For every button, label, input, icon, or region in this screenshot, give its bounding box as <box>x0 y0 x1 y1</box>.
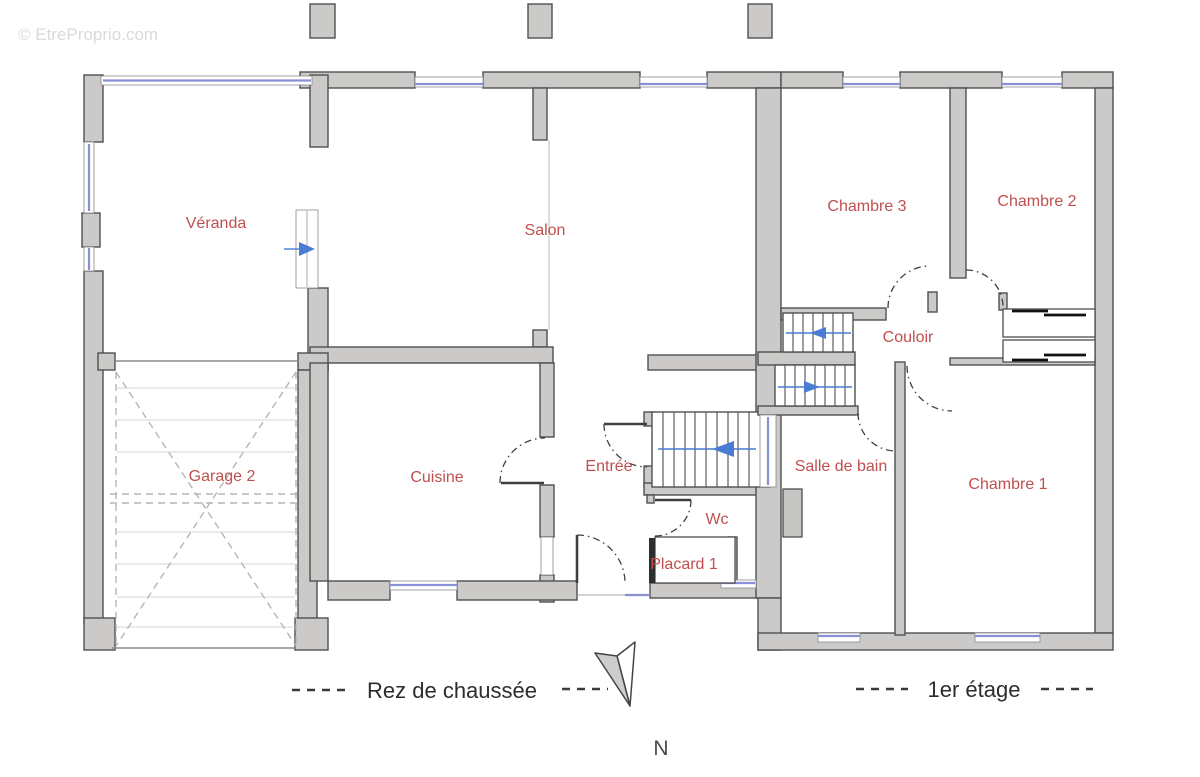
slide-direction-arrow <box>299 242 315 256</box>
window <box>1001 76 1063 88</box>
room-label-couloir: Couloir <box>883 329 934 346</box>
first-floor-staircase-upper <box>782 312 854 353</box>
legend: Rez de chaussée 1er étage N <box>292 641 1093 760</box>
chambre3-door-arc <box>887 265 931 309</box>
garage-pattern <box>110 371 300 649</box>
caption-ground-floor: Rez de chaussée <box>367 678 537 703</box>
window <box>639 76 708 88</box>
room-label-salon: Salon <box>525 222 566 239</box>
wc-door-arc <box>654 499 692 537</box>
chimneys <box>309 3 773 39</box>
north-label: N <box>653 737 668 760</box>
north-arrow-icon <box>594 641 636 707</box>
ground-floor-doors <box>499 422 692 584</box>
caption-first-floor: 1er étage <box>928 677 1021 702</box>
stair-direction-arrow <box>810 327 826 339</box>
first-floor-windows <box>759 76 1063 643</box>
window <box>817 632 861 643</box>
salle-de-bain-door-arc <box>857 412 897 452</box>
hall-door-arc <box>603 423 648 468</box>
cuisine-door-arc <box>499 437 546 484</box>
first-floor-doors <box>857 265 1004 452</box>
stair-direction-arrow <box>804 381 820 393</box>
veranda-sliding-door <box>284 209 319 289</box>
room-label-chambre2: Chambre 2 <box>997 193 1076 210</box>
room-label-veranda: Véranda <box>186 215 247 232</box>
placard-closet <box>649 536 736 584</box>
first-floor-plan: Chambre 3 Chambre 2 Couloir Salle de bai… <box>757 71 1114 651</box>
bathroom-fixture <box>782 488 803 538</box>
chimney-block <box>747 3 773 39</box>
room-label-placard: Placard 1 <box>650 556 718 573</box>
room-label-chambre3: Chambre 3 <box>827 198 906 215</box>
chimney-block <box>309 3 336 39</box>
window <box>842 76 901 88</box>
watermark-text: © EtreProprio.com <box>18 25 158 44</box>
ground-floor-windows <box>83 75 757 597</box>
room-label-wc: Wc <box>705 511 728 528</box>
room-label-cuisine: Cuisine <box>410 469 463 486</box>
ground-staircase <box>651 411 771 488</box>
chambre2-door-arc <box>965 269 1004 308</box>
front-door-arc <box>576 534 626 584</box>
room-label-garage: Garage 2 <box>189 468 256 485</box>
pocket-door <box>540 536 554 576</box>
ground-floor-walls <box>81 71 782 651</box>
room-label-salle-de-bain: Salle de bain <box>795 458 888 475</box>
first-floor-staircase-lower <box>774 364 856 407</box>
chimney-block <box>527 3 553 39</box>
room-label-chambre1: Chambre 1 <box>968 476 1047 493</box>
window <box>974 632 1041 643</box>
chambre1-door-arc <box>906 365 953 412</box>
window <box>414 76 484 88</box>
couloir-closets <box>1002 308 1096 363</box>
room-label-entree: Entrée <box>585 458 632 475</box>
stair-direction-arrow <box>712 441 734 457</box>
ground-floor-plan: Véranda Salon Garage 2 Cuisine Entrée Wc… <box>81 71 782 651</box>
